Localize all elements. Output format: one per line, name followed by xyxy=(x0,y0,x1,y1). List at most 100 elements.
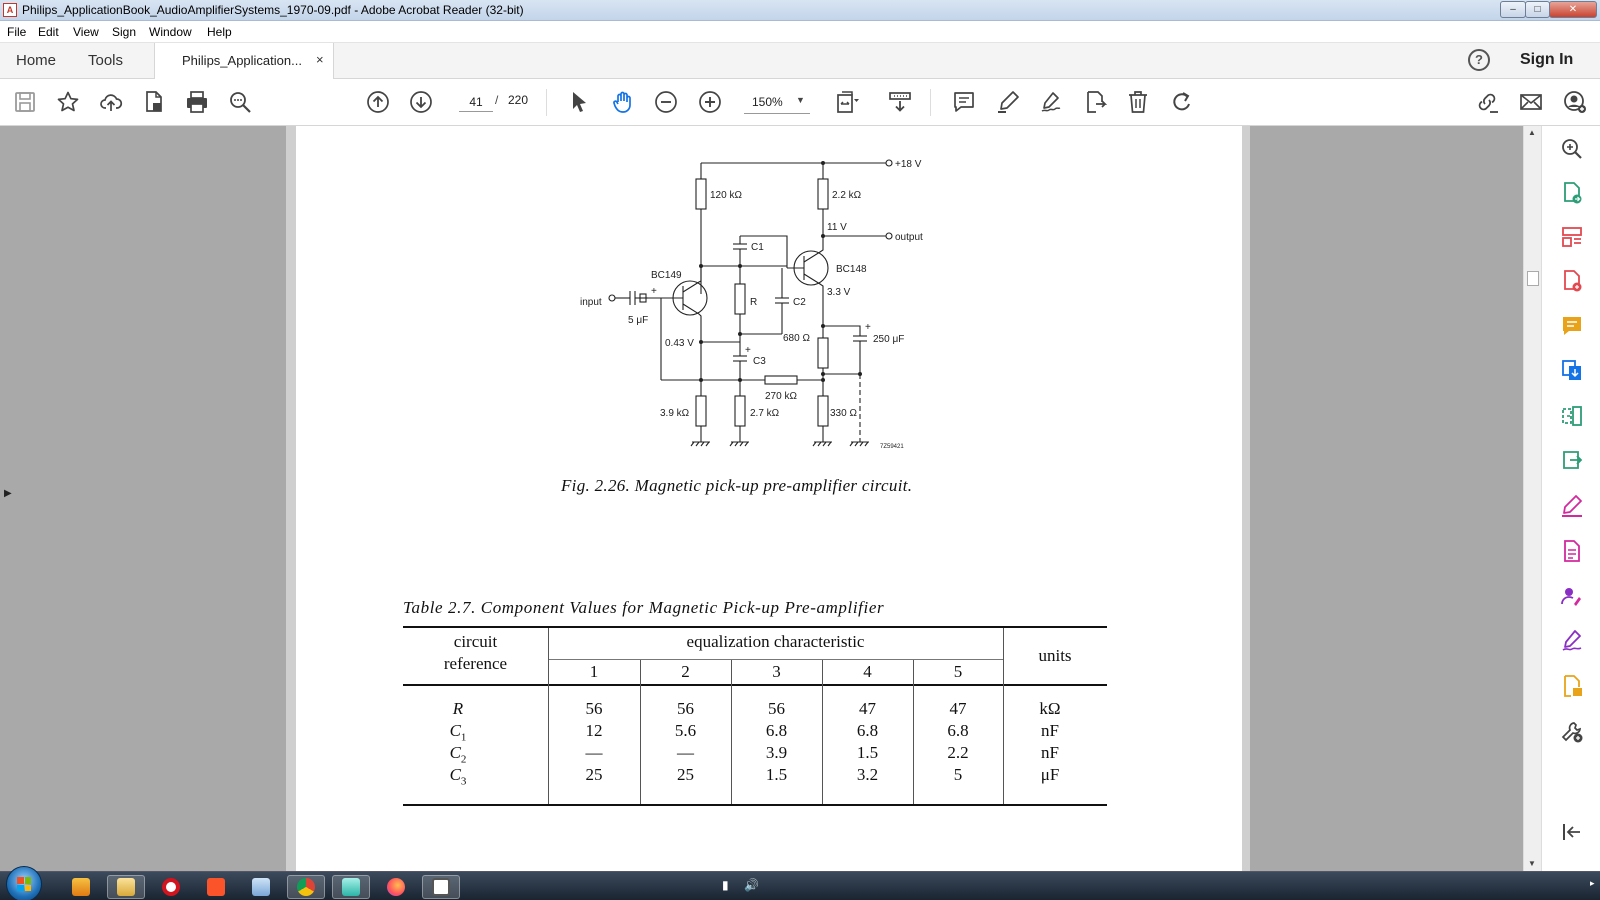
find-icon[interactable] xyxy=(227,89,253,115)
tab-bar: Home Tools Philips_Application... × ? Si… xyxy=(0,43,1600,79)
sign-in-button[interactable]: Sign In xyxy=(1520,51,1574,68)
search-zoom-icon[interactable] xyxy=(1560,137,1584,161)
export-pdf-icon[interactable] xyxy=(1560,181,1584,205)
account-icon[interactable] xyxy=(1562,89,1588,115)
select-cursor-icon[interactable] xyxy=(566,89,592,115)
acrobat-task[interactable] xyxy=(422,875,460,899)
upload-cloud-icon[interactable] xyxy=(98,89,124,115)
vertical-scrollbar[interactable]: ▲ ▼ xyxy=(1523,126,1541,871)
close-tab-icon[interactable]: × xyxy=(316,52,324,67)
cell-value: 56 xyxy=(585,699,603,718)
share-link-icon[interactable] xyxy=(1474,89,1500,115)
bookmark-star-icon[interactable] xyxy=(55,89,81,115)
cell-value: 3.9 xyxy=(765,743,788,762)
save-icon[interactable] xyxy=(12,89,38,115)
edit-pdf-icon[interactable] xyxy=(1560,539,1584,563)
file-explorer-task[interactable] xyxy=(107,875,145,899)
label-base-voltage: 0.43 V xyxy=(665,338,694,349)
create-pdf-icon[interactable] xyxy=(141,89,167,115)
label-r-2k2: 2.2 kΩ xyxy=(832,190,862,201)
create-pdf-icon[interactable] xyxy=(1560,269,1584,293)
cell-value: 47 xyxy=(949,699,967,718)
toolbar-divider xyxy=(546,89,547,116)
menu-window[interactable]: Window xyxy=(149,25,192,39)
menu-help[interactable]: Help xyxy=(207,25,232,39)
close-window-button[interactable]: ✕ xyxy=(1549,1,1597,18)
label-bc149: BC149 xyxy=(651,270,682,281)
zoom-out-icon[interactable] xyxy=(653,89,679,115)
zoom-level-select[interactable]: 150% xyxy=(744,92,810,114)
fit-page-icon[interactable] xyxy=(834,89,860,115)
stamp-icon[interactable] xyxy=(1560,674,1584,698)
label-output: output xyxy=(895,232,923,243)
media-player-task[interactable] xyxy=(62,875,100,899)
menu-edit[interactable]: Edit xyxy=(38,25,59,39)
maximize-button[interactable]: □ xyxy=(1525,1,1550,18)
calculator-task[interactable] xyxy=(242,875,280,899)
cell-value: 25 xyxy=(677,765,694,784)
opera-task[interactable] xyxy=(152,875,190,899)
certificate-icon[interactable] xyxy=(1560,629,1584,653)
more-tools-icon[interactable] xyxy=(1560,720,1584,744)
help-icon[interactable]: ? xyxy=(1468,49,1490,71)
next-page-icon[interactable] xyxy=(408,89,434,115)
expand-left-panel-icon[interactable]: ▶ xyxy=(4,488,12,499)
cell-value: 12 xyxy=(585,721,603,740)
start-button[interactable] xyxy=(6,866,42,900)
chevron-down-icon[interactable]: ▼ xyxy=(796,95,805,105)
chrome-task[interactable] xyxy=(287,875,325,899)
scroll-down-icon[interactable]: ▼ xyxy=(1528,859,1536,868)
rotate-icon[interactable] xyxy=(1169,89,1195,115)
label-r-680: 680 Ω xyxy=(783,333,810,344)
sign-icon[interactable] xyxy=(1038,89,1064,115)
scrollbar-thumb[interactable] xyxy=(1527,271,1539,286)
main-toolbar: 41 / 220 150% ▼ xyxy=(0,79,1600,126)
print-icon[interactable] xyxy=(184,89,210,115)
label-plus: + xyxy=(745,345,751,356)
tab-home[interactable]: Home xyxy=(16,52,57,69)
menu-sign[interactable]: Sign xyxy=(112,25,137,39)
show-desktop-button[interactable]: ▸ xyxy=(1590,878,1595,888)
cell-value: 3.2 xyxy=(856,765,879,784)
hand-icon[interactable] xyxy=(610,89,636,115)
scroll-up-icon[interactable]: ▲ xyxy=(1528,128,1536,137)
label-c1: C1 xyxy=(751,242,764,253)
menu-view[interactable]: View xyxy=(73,25,99,39)
comment-icon[interactable] xyxy=(951,89,977,115)
delete-icon[interactable] xyxy=(1125,89,1151,115)
scroll-mode-icon[interactable] xyxy=(887,89,913,115)
tab-tools[interactable]: Tools xyxy=(88,52,124,69)
brave-task[interactable] xyxy=(197,875,235,899)
menu-file[interactable]: File xyxy=(7,25,27,39)
minimize-button[interactable]: – xyxy=(1500,1,1526,18)
page-number-input[interactable]: 41 xyxy=(459,92,493,112)
label-bc148: BC148 xyxy=(836,264,867,275)
zoom-in-icon[interactable] xyxy=(697,89,723,115)
send-for-review-icon[interactable] xyxy=(1560,448,1584,472)
comment-icon[interactable] xyxy=(1560,314,1584,338)
request-signature-icon[interactable] xyxy=(1560,584,1584,608)
label-plus: + xyxy=(865,322,871,333)
collapse-panel-icon[interactable] xyxy=(1560,820,1584,844)
tab-document[interactable]: Philips_Application... × xyxy=(154,43,334,79)
combine-files-icon[interactable] xyxy=(1560,358,1584,382)
highlight-icon[interactable] xyxy=(995,89,1021,115)
table-vline xyxy=(1003,628,1004,804)
header-units: units xyxy=(1038,646,1072,665)
fill-sign-icon[interactable] xyxy=(1560,494,1584,518)
document-viewer[interactable]: ▶ ◀ xyxy=(0,126,1523,871)
email-icon[interactable] xyxy=(1518,89,1544,115)
compress-icon[interactable] xyxy=(1560,404,1584,428)
table-vline xyxy=(731,660,732,804)
organize-pages-icon[interactable] xyxy=(1560,225,1584,249)
prev-page-icon[interactable] xyxy=(365,89,391,115)
cell-unit: kΩ xyxy=(1039,699,1061,718)
cell-value: 1.5 xyxy=(856,743,879,762)
total-pages: 220 xyxy=(508,93,529,107)
edit-form-icon[interactable] xyxy=(1082,89,1108,115)
title-bar: A Philips_ApplicationBook_AudioAmplifier… xyxy=(0,0,1600,21)
volume-icon[interactable]: 🔊 xyxy=(744,878,759,892)
notepad-task[interactable] xyxy=(332,875,370,899)
firefox-task[interactable] xyxy=(377,875,415,899)
network-icon[interactable]: ▮ xyxy=(722,878,729,892)
